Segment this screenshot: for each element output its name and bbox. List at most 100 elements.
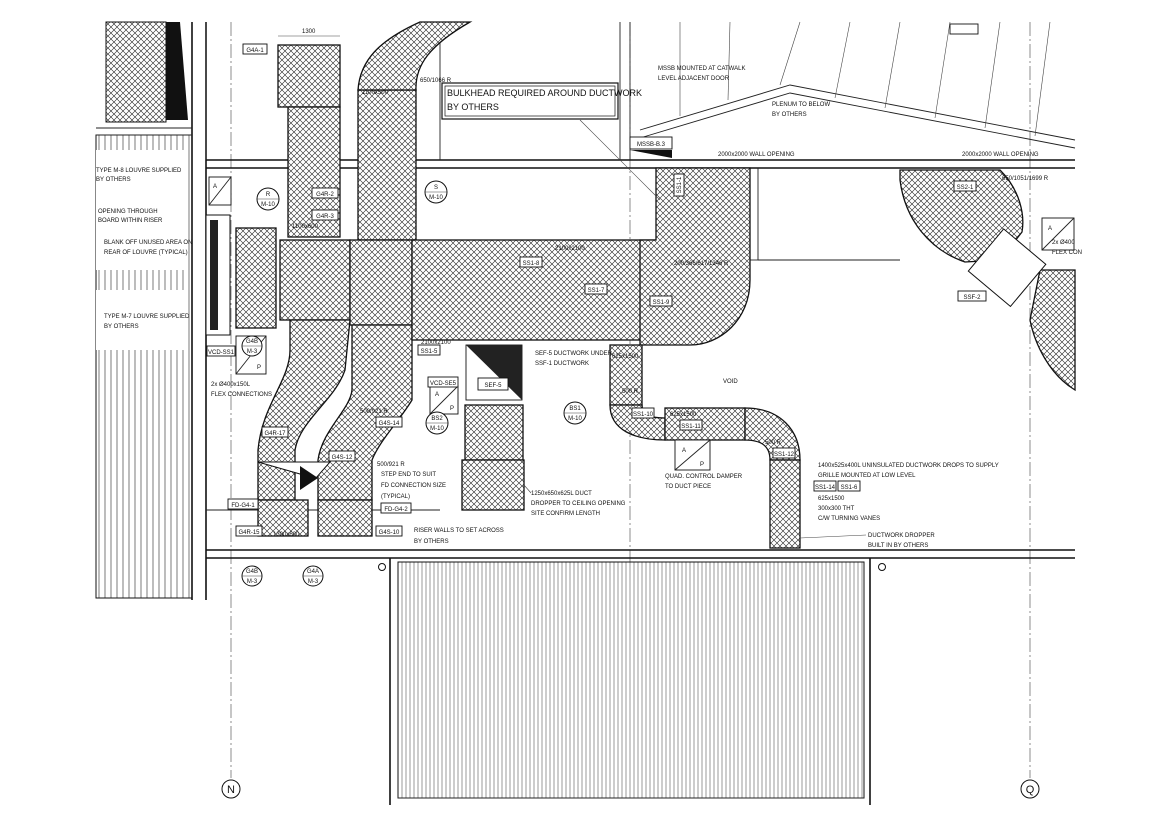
dim-625x1500-b: 625x1500 <box>670 412 697 418</box>
dim-500-921-b: 500/921 R <box>377 462 405 468</box>
tag-g4r-17: G4R-17 <box>264 431 286 437</box>
section-g4a-bottom-label: G4A <box>307 569 319 575</box>
note-quad-1: QUAD. CONTROL DAMPER <box>665 474 743 480</box>
tag-g4s-10: G4S-10 <box>379 530 400 536</box>
note-sef-1: SEF-5 DUCTWORK UNDER <box>535 351 613 357</box>
section-marker-bs1: BS1 M-10 <box>563 401 587 425</box>
note-dropper-built-2: BUILT IN BY OTHERS <box>868 543 928 549</box>
tag-ss1-1: SS1-1 <box>677 176 683 193</box>
dimensions: 1300 650/1066 R 1100x500 2100x2100 200/3… <box>273 29 1049 538</box>
damper-a-label-2: A <box>435 392 439 398</box>
note-mssb-1: MSSB MOUNTED AT CATWALK <box>658 66 745 72</box>
note-opening-riser-1: OPENING THROUGH <box>98 209 158 215</box>
dim-500r: 500 R <box>622 389 639 395</box>
note-wall-opening-2: 2000x2000 WALL OPENING <box>962 152 1039 158</box>
section-g4b-top-ref: M-3 <box>247 349 258 355</box>
grid-bubble-q: Q <box>1020 779 1040 799</box>
note-flex-1: 2x Ø400x150L <box>211 382 251 388</box>
note-blank-off-2: REAR OF LOUVRE (TYPICAL) <box>104 250 188 256</box>
section-bs1-ref: M-10 <box>568 416 582 422</box>
left-louvre-area <box>95 21 231 600</box>
dim-200-366: 200/366/617/1346 R <box>674 261 729 267</box>
note-step-end-1: STEP END TO SUIT <box>381 472 436 478</box>
note-vanes-2: 300x300 THT <box>818 506 855 512</box>
tag-ss2: SS2-1 <box>957 185 974 191</box>
tag-ss1-7: SS1-7 <box>588 288 605 294</box>
equipment-tags: G4A-1 MSSB-B.3 SSF-2 SS2-1 VCD-SS1 VCD-S… <box>206 43 987 537</box>
damper-p-label-2: P <box>450 406 454 412</box>
note-step-end-2: FD CONNECTION SIZE <box>381 483 446 489</box>
section-r-ref: M-10 <box>261 202 275 208</box>
note-dropper-built-1: DUCTWORK DROPPER <box>868 533 935 539</box>
note-louvre1-2: BY OTHERS <box>96 177 131 183</box>
section-bs1-label: BS1 <box>569 406 581 412</box>
section-marker-g4b-top: G4B M-3 <box>241 335 263 357</box>
note-louvre2-1: TYPE M-7 LOUVRE SUPPLIED <box>104 314 190 320</box>
note-riser-walls-1: RISER WALLS TO SET ACROSS <box>414 528 504 534</box>
section-marker-r: R M-10 <box>256 187 280 211</box>
note-dropper-3: SITE CONFIRM LENGTH <box>531 511 600 517</box>
tag-g4r-3: G4R-3 <box>316 214 334 220</box>
tag-ss1-9: SS1-9 <box>653 300 670 306</box>
dim-625x1500: 625x1500 <box>612 354 639 360</box>
note-drops-1: 1400x525x400L UNINSULATED DUCTWORK DROPS… <box>818 463 999 469</box>
note-mssb-2: LEVEL ADJACENT DOOR <box>658 76 730 82</box>
dim-1100x500: 1100x500 <box>362 90 389 96</box>
note-opening-riser-2: BOARD WITHIN RISER <box>98 218 163 224</box>
note-sef-2: SSF-1 DUCTWORK <box>535 361 589 367</box>
section-marker-bs2: BS2 M-10 <box>425 411 449 435</box>
tag-ss1-14: SS1-14 <box>815 485 836 491</box>
grid-label-q: Q <box>1026 784 1035 796</box>
tag-fd-g4-2: FD-G4-2 <box>384 507 408 513</box>
note-step-end-3: (TYPICAL) <box>381 494 410 500</box>
damper-a-label-1: A <box>213 184 217 190</box>
note-blank-off-1: BLANK OFF UNUSED AREA ON <box>104 240 192 246</box>
section-bs2-label: BS2 <box>431 416 443 422</box>
tag-ss1-5: SS1-5 <box>421 349 438 355</box>
tag-sef5: SEF-5 <box>484 383 502 389</box>
damper-p-label-3: P <box>700 462 704 468</box>
tag-ss1-12: SS1-12 <box>774 452 795 458</box>
note-drops-2: GRILLE MOUNTED AT LOW LEVEL <box>818 473 916 479</box>
note-flex-right-1: 2x Ø400 <box>1052 240 1075 246</box>
dim-500-921: 500/921 R <box>360 409 388 415</box>
grid-label-n: N <box>227 784 235 796</box>
tag-ssf2: SSF-2 <box>963 295 981 301</box>
tag-mssb: MSSB-B.3 <box>637 142 666 148</box>
tag-g4s-12: G4S-12 <box>332 455 353 461</box>
section-s-ref: M-10 <box>429 195 443 201</box>
dim-650-1051: 650/1051/1699 R <box>1002 176 1049 182</box>
section-g4b-top-label: G4B <box>246 339 258 345</box>
note-dropper-2: DROPPER TO CEILING OPENING <box>531 501 626 507</box>
note-vanes-1: 625x1500 <box>818 496 845 502</box>
tag-vcd-se5: VCD-SE5 <box>430 381 457 387</box>
note-dropper-1: 1250x650x625L DUCT <box>531 491 592 497</box>
note-quad-2: TO DUCT PIECE <box>665 484 711 490</box>
dim-1300: 1300 <box>302 29 316 35</box>
dim-1100x600: 1100x600 <box>292 224 319 230</box>
section-g4b-bottom-ref: M-3 <box>247 579 258 585</box>
bottom-shaft <box>378 558 886 805</box>
section-g4a-bottom-ref: M-3 <box>308 579 319 585</box>
note-plenum-1: PLENUM TO BELOW <box>772 102 830 108</box>
note-vanes-3: C/W TURNING VANES <box>818 516 880 522</box>
note-wall-opening-1: 2000x2000 WALL OPENING <box>718 152 795 158</box>
section-marker-g4b-bottom: G4B M-3 <box>241 565 263 587</box>
dim-500r-2: 500 R <box>765 440 782 446</box>
damper-a-label-3: A <box>682 448 686 454</box>
note-louvre2-2: BY OTHERS <box>104 324 139 330</box>
tag-ss1-8: SS1-8 <box>523 261 540 267</box>
section-r-label: R <box>266 192 271 198</box>
damper-symbols: A P A P A P A <box>208 176 1075 471</box>
note-louvre1-1: TYPE M-8 LOUVRE SUPPLIED <box>96 168 182 174</box>
dim-650-1066: 650/1066 R <box>420 78 452 84</box>
dim-2100x2100-a: 2100x2100 <box>555 246 585 252</box>
tag-vcd-ss1: VCD-SS1 <box>208 350 235 356</box>
tag-ss1-10: SS1-10 <box>633 412 654 418</box>
grid-bubble-n: N <box>221 779 241 799</box>
tag-fd-g4-1: FD-G4-1 <box>231 503 255 509</box>
section-s-label: S <box>434 185 438 191</box>
damper-a-label-4: A <box>1048 226 1052 232</box>
plenum-roof <box>639 21 1076 149</box>
tag-g4r-2: G4R-2 <box>316 192 334 198</box>
